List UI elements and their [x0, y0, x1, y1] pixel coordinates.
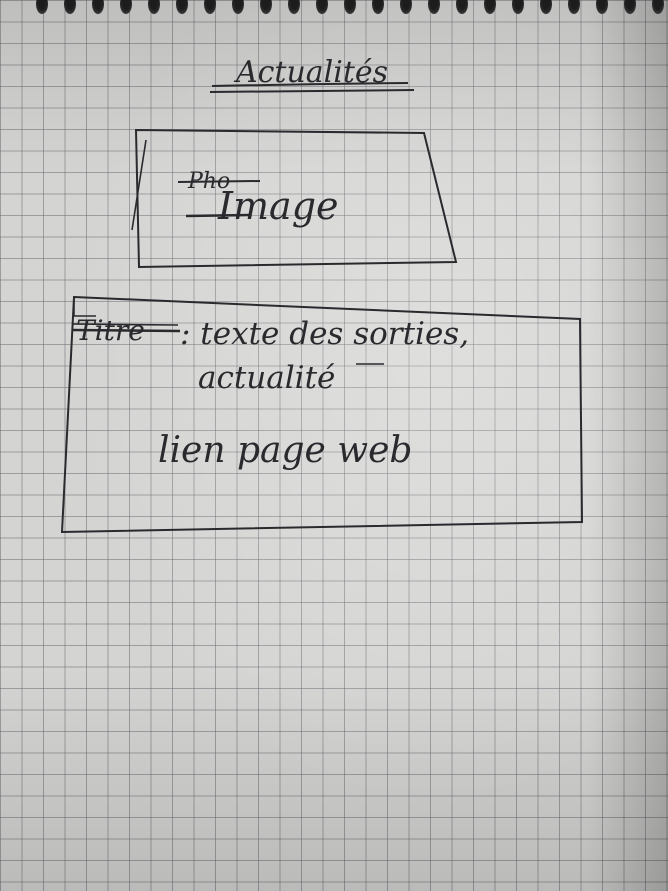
- spiral-ring: [484, 0, 496, 14]
- spiral-ring: [652, 0, 664, 14]
- spiral-ring: [36, 0, 48, 14]
- title-underline: [209, 89, 415, 93]
- strike-through-line: [185, 213, 251, 218]
- text-line-1: : texte des sorties,: [180, 316, 469, 352]
- spiral-ring: [372, 0, 384, 14]
- spiral-ring: [568, 0, 580, 14]
- strike-through-line: [71, 328, 181, 333]
- spiral-binding: [0, 0, 668, 20]
- spiral-ring: [232, 0, 244, 14]
- web-link-placeholder: lien page web: [158, 430, 412, 471]
- spiral-ring: [400, 0, 412, 14]
- spiral-ring: [288, 0, 300, 14]
- spiral-ring: [204, 0, 216, 14]
- spiral-ring: [92, 0, 104, 14]
- spiral-ring: [148, 0, 160, 14]
- spiral-ring: [428, 0, 440, 14]
- spiral-ring: [344, 0, 356, 14]
- spiral-ring: [260, 0, 272, 14]
- image-label: Image: [217, 184, 339, 228]
- text-content-box: [60, 295, 584, 534]
- spiral-ring: [64, 0, 76, 14]
- strike-through-line: [177, 180, 261, 183]
- spiral-ring: [456, 0, 468, 14]
- spiral-ring: [596, 0, 608, 14]
- title-underline: [211, 82, 409, 87]
- strike-through-line: [71, 323, 179, 326]
- spiral-ring: [316, 0, 328, 14]
- spiral-ring: [120, 0, 132, 14]
- spiral-ring: [512, 0, 524, 14]
- spiral-ring: [176, 0, 188, 14]
- spiral-ring: [540, 0, 552, 14]
- spiral-ring: [624, 0, 636, 14]
- text-line-2: actualité: [198, 360, 335, 396]
- image-placeholder-box: [131, 128, 458, 269]
